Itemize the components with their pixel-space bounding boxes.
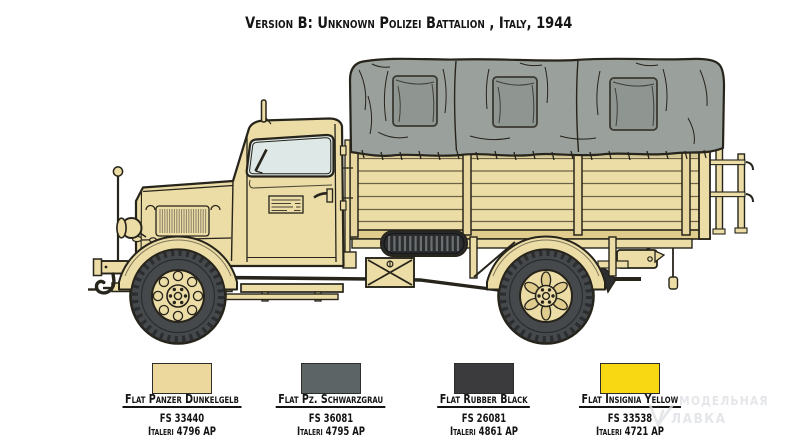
paint-brand-code: Italeri 4796 AP: [147, 424, 217, 438]
tow-hook: [94, 272, 116, 295]
rear-rack: [708, 147, 754, 235]
rear-hub: [524, 271, 568, 321]
cab-window: [245, 133, 335, 178]
watermark-logo-icon: [648, 403, 674, 427]
tarp-wrinkles: [358, 62, 708, 145]
cab: [88, 99, 347, 295]
paint-fs-code: FS 36081: [308, 411, 354, 425]
canvas-tarp: [348, 57, 726, 161]
toolbox: [365, 257, 415, 288]
paint-name: Flat Panzer Dunkelgelb: [122, 392, 242, 408]
paint-brand-code: Italeri 4721 AP: [595, 424, 665, 438]
paint-swatch-insignia-yellow: [600, 363, 660, 394]
paint-name: Flat Insignia Yellow: [579, 392, 681, 408]
paint-item-rubber-black: Flat Rubber Black FS 26081 Italeri 4861 …: [404, 363, 564, 437]
front-fender: [118, 235, 238, 291]
exhaust-pipe: [220, 275, 371, 281]
stencil-plate: [268, 195, 304, 214]
paint-item-dunkelgelb: Flat Panzer Dunkelgelb FS 33440 Italeri …: [102, 363, 262, 437]
paint-swatch-schwarzgrau: [301, 363, 361, 394]
paint-fs-code: FS 33440: [159, 411, 205, 425]
paint-fs-code: FS 33538: [607, 411, 653, 425]
watermark-text-line1: МОДЕЛЬНАЯ: [679, 394, 769, 408]
stowage-rod: [344, 139, 351, 261]
step-bar: [223, 293, 339, 301]
page-title: Version B: Unknown Polizei Battalion , I…: [245, 13, 573, 32]
paint-fs-code: FS 26081: [461, 411, 507, 425]
rear-fender: [486, 235, 606, 291]
paint-name: Flat Pz. Schwarzgrau: [276, 392, 386, 408]
paint-item-schwarzgrau: Flat Pz. Schwarzgrau FS 36081 Italeri 47…: [251, 363, 411, 437]
roof-rod: [260, 99, 267, 123]
cable-weight: [668, 276, 679, 290]
headlight: [112, 166, 147, 270]
front-wheel: [129, 247, 227, 345]
paint-swatch-rubber-black: [454, 363, 514, 394]
paint-brand-code: Italeri 4795 AP: [296, 424, 366, 438]
spare-wheel: [380, 230, 468, 257]
paint-name: Flat Rubber Black: [437, 392, 531, 408]
running-board: [240, 283, 344, 293]
paint-item-insignia-yellow: Flat Insignia Yellow FS 33538 Italeri 47…: [550, 363, 710, 437]
paint-brand-code: Italeri 4861 AP: [449, 424, 519, 438]
wiper: [254, 148, 268, 172]
bed-planks: [351, 157, 707, 223]
watermark-text-line2: ЛАВКА: [671, 411, 727, 427]
front-hub: [152, 270, 204, 322]
paint-swatch-dunkelgelb: [152, 363, 212, 394]
tarp-flap: [392, 75, 658, 131]
